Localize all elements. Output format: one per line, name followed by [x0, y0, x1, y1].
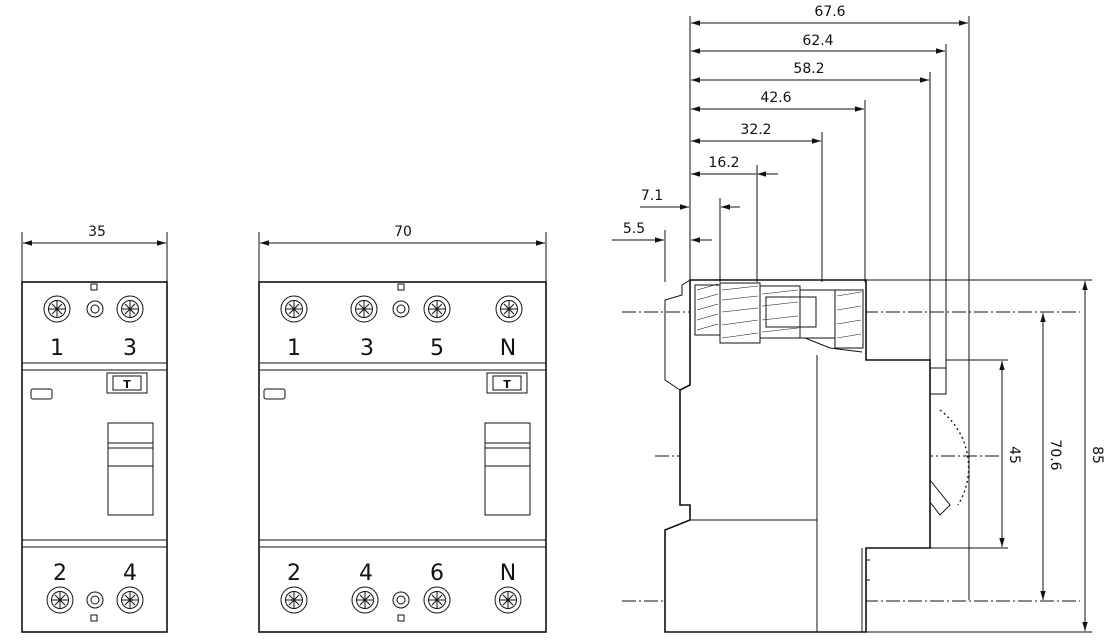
- front-view-2-pole: 35 1 3 T 2 4: [21, 224, 168, 633]
- terminal-label: 6: [430, 561, 444, 586]
- depth-dimension-label: 58.2: [793, 61, 824, 77]
- terminal-label: 2: [53, 561, 67, 586]
- width-dimension-label: 35: [88, 224, 106, 240]
- bottom-notch: [90, 614, 98, 622]
- depth-dimension-label: 32.2: [740, 122, 771, 138]
- top-notch: [397, 283, 405, 291]
- test-button: [486, 372, 528, 394]
- label-window: [263, 388, 286, 400]
- front-view-4-pole: 70 1 3 5 N T 2 4 6 N: [258, 224, 547, 633]
- terminal-label: 5: [430, 336, 444, 361]
- handle-side: [929, 478, 951, 516]
- height-dimension-label: 85: [1089, 446, 1105, 464]
- terminal-label: 1: [50, 336, 64, 361]
- depth-dimension-label: 5.5: [623, 221, 645, 237]
- top-notch: [90, 283, 98, 291]
- depth-dimension-label: 16.2: [708, 155, 739, 171]
- device-housing: [21, 281, 168, 633]
- side-view: 67.6 62.4 58.2 42.6 32.2 16.2 7.1 5.5 45…: [612, 4, 1105, 633]
- switch-handle: [107, 422, 154, 516]
- test-button: [106, 372, 148, 394]
- depth-dimension-label: 42.6: [760, 90, 791, 106]
- terminal-label: 2: [287, 561, 301, 586]
- switch-handle: [484, 422, 531, 516]
- height-dimension-label: 45: [1006, 446, 1022, 464]
- width-dimension-label: 70: [394, 224, 412, 240]
- terminal-label: N: [500, 336, 516, 361]
- side-profile-housing: [664, 279, 931, 633]
- bottom-notch: [397, 614, 405, 622]
- depth-dimension-label: 67.6: [814, 4, 845, 20]
- test-button-label: T: [123, 378, 131, 391]
- depth-dimension-label: 7.1: [641, 188, 663, 204]
- terminal-label: 4: [123, 561, 137, 586]
- terminal-label: 3: [123, 336, 137, 361]
- depth-dimension-label: 62.4: [802, 33, 833, 49]
- terminal-label: N: [500, 561, 516, 586]
- test-button-label: T: [503, 378, 511, 391]
- terminal-label: 4: [359, 561, 373, 586]
- terminal-label: 3: [360, 336, 374, 361]
- height-dimension-label: 70.6: [1047, 439, 1063, 470]
- label-window: [30, 388, 53, 400]
- handle-swing-arc: [939, 409, 970, 506]
- device-housing: [258, 281, 547, 633]
- test-button-side: [929, 367, 947, 395]
- terminal-label: 1: [287, 336, 301, 361]
